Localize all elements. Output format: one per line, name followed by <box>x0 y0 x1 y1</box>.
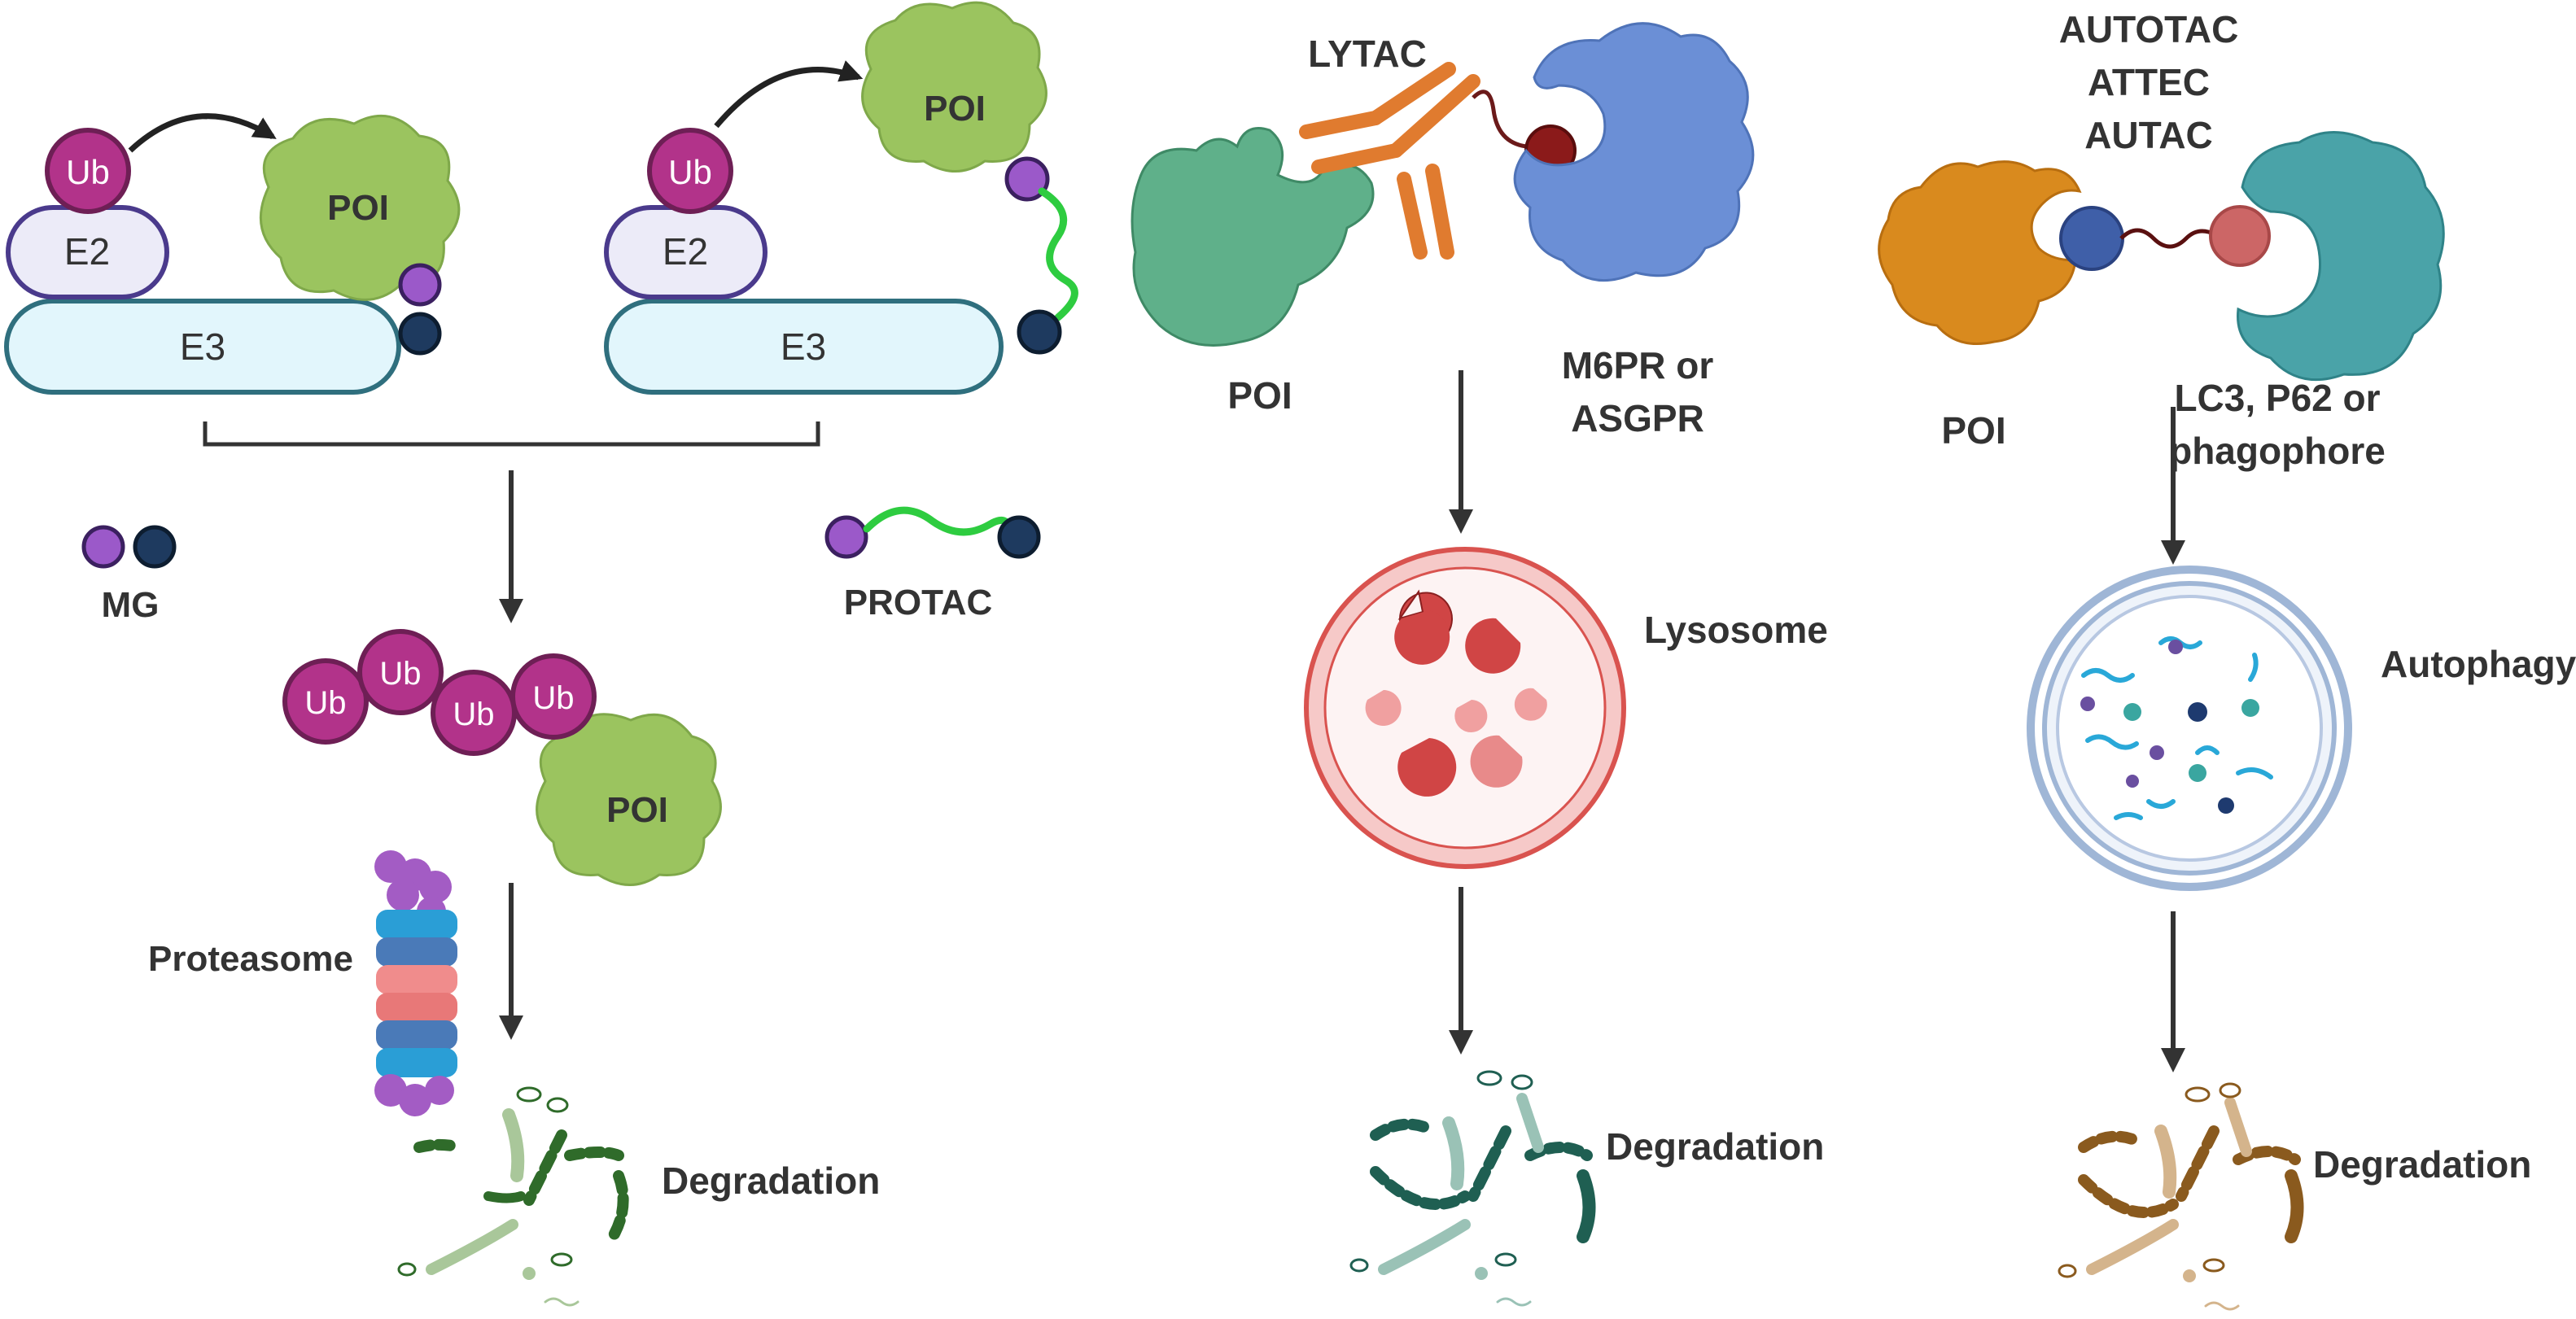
lysosome-icon <box>1304 547 1626 869</box>
ubiquitin-icon: Ub <box>510 653 597 740</box>
lytac-ligand-linker <box>1472 90 1527 149</box>
ub-label-chain-2: Ub <box>379 656 421 692</box>
poi-protein-icon: POI <box>861 1 1047 173</box>
target-label-line2: phagophore <box>2169 430 2386 472</box>
e3-label-left: E3 <box>180 325 225 368</box>
degradation-fragments-icon <box>397 1086 629 1307</box>
panel-lytac: LYTAC POI M6PR or ASGPR <box>1131 22 1828 1307</box>
e2-label-right: E2 <box>663 230 708 273</box>
receptor-label-line2: ASGPR <box>1571 397 1704 439</box>
lysosome-enzymes <box>1365 610 1547 797</box>
degradation-label-autophagy: Degradation <box>2313 1143 2531 1186</box>
protac-linker <box>1038 187 1078 321</box>
proteasome-icon: Proteasome <box>148 850 457 1116</box>
degradation-label-ups: Degradation <box>662 1160 880 1202</box>
poi-label-mg: POI <box>327 188 389 228</box>
autophagosome-icon <box>2027 566 2352 891</box>
mg-ligand-purple <box>398 263 442 307</box>
mg-label: MG <box>102 585 160 625</box>
proteasome-label: Proteasome <box>148 939 353 979</box>
autophagy-receptor-icon <box>2237 131 2445 382</box>
antibody-icon <box>1299 62 1480 260</box>
ubiquitin-icon: Ub <box>357 629 444 715</box>
poi-protein-icon: POI <box>259 114 461 301</box>
ub-label-chain-1: Ub <box>304 685 346 721</box>
autophagosome-cargo <box>2081 636 2273 820</box>
ub-transfer-arrow-right <box>714 60 864 129</box>
autophagy-label: Autophagy <box>2381 643 2576 685</box>
poi-protein-icon: POI <box>536 713 722 886</box>
poi-label-autophagy: POI <box>1941 409 2005 452</box>
poi-protein-icon <box>1878 160 2082 345</box>
panel-autophagy: AUTOTAC ATTEC AUTAC POI LC3, P62 or phag… <box>1878 8 2576 1311</box>
ub-label-chain-3: Ub <box>453 697 494 732</box>
panel-ups: E3 E2 Ub POI E3 E2 Ub <box>4 1 1078 1307</box>
e2-label-left: E2 <box>64 230 110 273</box>
protac-label: PROTAC <box>844 583 993 622</box>
poi-label-protac: POI <box>924 89 986 129</box>
poi-binding-ligand <box>2059 206 2124 271</box>
autophagy-title-line3: AUTAC <box>2084 114 2213 156</box>
autophagosome-particles <box>2080 640 2259 814</box>
ub-transfer-arrow-left <box>128 113 277 153</box>
receptor-icon <box>1513 22 1755 282</box>
mg-ligand-navy <box>398 312 442 356</box>
mg-ternary-complex: E3 E2 Ub POI <box>4 113 461 395</box>
ubiquitin-icon: Ub <box>45 128 131 214</box>
ub-label-mg: Ub <box>66 153 110 191</box>
ubiquitin-icon: Ub <box>282 658 369 745</box>
e3-ligase-right <box>604 299 1004 395</box>
ub-label-chain-4: Ub <box>532 680 574 716</box>
degradation-label-lytac: Degradation <box>1606 1125 1824 1168</box>
polyubiquitinated-poi: POI Ub Ub Ub Ub <box>282 629 722 886</box>
ubiquitin-icon: Ub <box>647 128 733 214</box>
e3-label-right: E3 <box>781 325 826 368</box>
autophagy-recruiting-ligand <box>2209 205 2271 267</box>
ubiquitin-icon: Ub <box>431 670 517 756</box>
poi-label-polyub: POI <box>606 790 668 830</box>
protac-ternary-complex: E3 E2 Ub POI <box>604 1 1078 395</box>
autophagy-title-line1: AUTOTAC <box>2059 8 2239 50</box>
lysosome-label: Lysosome <box>1644 609 1828 651</box>
autophagy-title-line2: ATTEC <box>2088 61 2210 103</box>
degradation-fragments-icon <box>2058 1082 2304 1311</box>
protac-warhead <box>1004 156 1050 202</box>
mg-legend: MG <box>81 525 177 625</box>
protac-e3-ligand <box>1017 309 1062 355</box>
poi-protein-icon <box>1131 127 1375 347</box>
target-label-line1: LC3, P62 or <box>2174 377 2380 419</box>
degradation-fragments-icon <box>1349 1070 1596 1307</box>
lytac-label: LYTAC <box>1308 33 1427 75</box>
poi-label-lytac: POI <box>1227 374 1292 417</box>
autophagy-linker <box>2119 228 2216 249</box>
receptor-label-line1: M6PR or <box>1562 344 1714 387</box>
protac-legend: PROTAC <box>824 506 1041 622</box>
e3-ligase-left <box>4 299 401 395</box>
ub-label-protac: Ub <box>668 153 712 191</box>
combine-bracket <box>203 421 820 447</box>
